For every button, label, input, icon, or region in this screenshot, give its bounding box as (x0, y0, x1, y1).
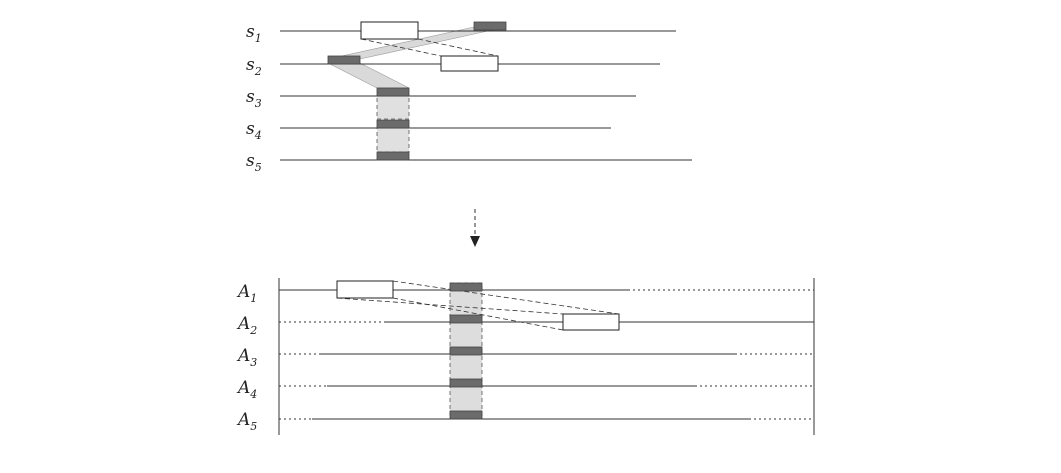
row-label-a3: A3 (236, 346, 257, 369)
white-block (360, 21, 419, 40)
white-block (440, 55, 499, 72)
sequence-label-s2: s2 (246, 55, 262, 78)
shared-block-band (376, 94, 410, 120)
sequence-label-s5: s5 (246, 151, 262, 174)
row-label-a5: A5 (236, 410, 257, 433)
white-block-link (392, 280, 620, 315)
bottom-diagram: A1 A2 A3 A4 A5 (236, 278, 815, 435)
top-diagram: s1 s2 s3 s4 s5 (246, 21, 692, 174)
white-block-link (417, 38, 499, 57)
dark-block (376, 87, 410, 97)
row-label-a4: A4 (236, 378, 257, 401)
white-block-link (336, 297, 564, 315)
dark-block (449, 378, 483, 388)
row-label-a2: A2 (236, 314, 257, 337)
dark-block (473, 21, 507, 31)
white-block (336, 280, 394, 299)
shared-block-band (376, 126, 410, 153)
dark-block (327, 55, 361, 65)
dark-block (449, 410, 483, 420)
sequence-label-s3: s3 (246, 87, 262, 110)
sequence-label-s4: s4 (246, 119, 262, 142)
transformation-arrow (470, 209, 480, 247)
white-block (562, 313, 620, 331)
white-block-link (392, 297, 564, 331)
sequence-label-s1: s1 (246, 22, 262, 45)
dark-block (449, 282, 483, 292)
dark-block (449, 314, 483, 324)
white-block-link (360, 38, 442, 57)
dark-block (376, 119, 410, 129)
row-label-a1: A1 (236, 282, 257, 305)
shared-block-band (327, 62, 410, 89)
dark-block (449, 346, 483, 356)
dark-block (376, 151, 410, 161)
